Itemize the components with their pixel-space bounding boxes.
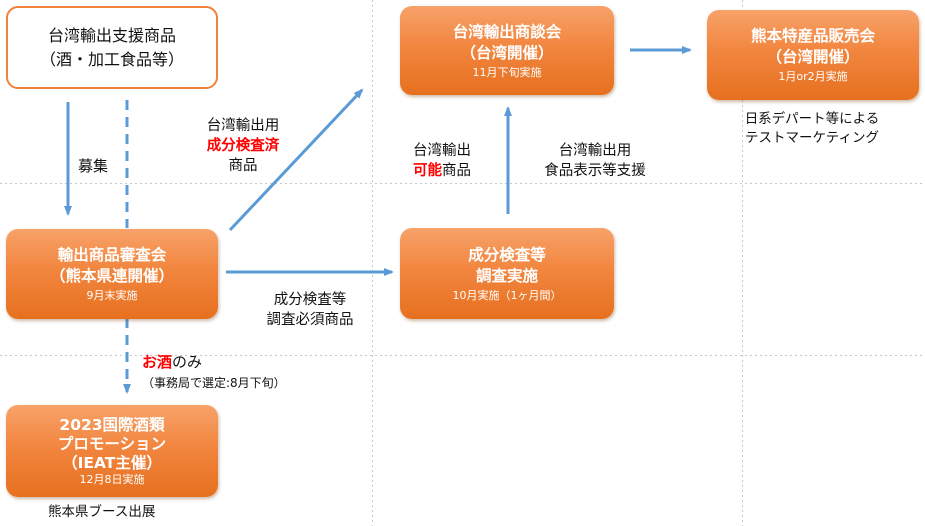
- meeting-sub: 11月下旬実施: [472, 65, 542, 79]
- tested-line2: 成分検査済: [206, 138, 280, 154]
- labeling-line2: 食品表示等支援: [544, 163, 646, 179]
- labeling-support-label: 台湾輸出用 食品表示等支援: [520, 141, 670, 181]
- required-line2: 調査必須商品: [266, 312, 354, 328]
- sales-note-line2: テストマーケティング: [745, 130, 879, 146]
- arrow-review-to-meeting: [228, 88, 364, 232]
- sake-rest: のみ: [172, 353, 203, 371]
- sales-note-line1: 日系デパート等による: [744, 111, 880, 127]
- promo-title2: プロモーション: [57, 434, 167, 453]
- support-products-line1: 台湾輸出支援商品: [47, 25, 176, 45]
- tested-products-label: 台湾輸出用 成分検査済 商品: [188, 116, 298, 176]
- export-possible-label: 台湾輸出 可能商品: [392, 141, 492, 181]
- review-sub: 9月末実施: [86, 289, 138, 302]
- possible-rest: 商品: [442, 163, 471, 179]
- sake-only-note: お酒のみ: [142, 352, 202, 372]
- recruit-label: 募集: [78, 157, 109, 175]
- business-meeting-box: 台湾輸出商談会 （台湾開催） 11月下旬実施: [400, 6, 614, 95]
- meeting-title2: （台湾開催）: [460, 43, 554, 62]
- sales-title2: （台湾開催）: [766, 48, 860, 66]
- support-products-line2: （酒・加工食品等）: [39, 49, 184, 69]
- test-marketing-note: 日系デパート等による テストマーケティング: [722, 110, 902, 148]
- inspection-box: 成分検査等 調査実施 10月実施（1ヶ月間）: [400, 228, 614, 319]
- possible-red: 可能: [413, 163, 442, 179]
- inspection-title1: 成分検査等: [468, 245, 546, 264]
- tested-line1: 台湾輸出用: [206, 118, 280, 134]
- required-products-label: 成分検査等 調査必須商品: [250, 290, 370, 330]
- meeting-title1: 台湾輸出商談会: [452, 22, 562, 41]
- promotion-box: 2023国際酒類 プロモーション （IEAT主催） 12月8日実施: [6, 405, 218, 497]
- support-products-box: 台湾輸出支援商品 （酒・加工食品等）: [6, 6, 218, 89]
- promo-sub: 12月8日実施: [79, 472, 145, 486]
- labeling-line1: 台湾輸出用: [558, 143, 632, 159]
- promo-booth-note: 熊本県ブース出展: [48, 504, 156, 520]
- sales-sub: 1月or2月実施: [778, 70, 848, 83]
- sake-red: お酒: [142, 353, 173, 371]
- possible-line1: 台湾輸出: [413, 143, 471, 159]
- sales-title1: 熊本特産品販売会: [750, 27, 875, 45]
- promo-title3: （IEAT主催）: [62, 453, 162, 472]
- sales-event-box: 熊本特産品販売会 （台湾開催） 1月or2月実施: [707, 10, 919, 100]
- required-line1: 成分検査等: [273, 292, 347, 308]
- review-title1: 輸出商品審査会: [57, 246, 167, 264]
- review-meeting-box: 輸出商品審査会 （熊本県連開催） 9月末実施: [6, 229, 218, 319]
- inspection-sub: 10月実施（1ヶ月間）: [452, 288, 562, 302]
- promo-title1: 2023国際酒類: [59, 415, 165, 434]
- tested-line3: 商品: [228, 158, 258, 174]
- inspection-title2: 調査実施: [475, 266, 538, 285]
- sake-selection-detail: （事務局で選定:8月下旬）: [142, 376, 286, 390]
- review-title2: （熊本県連開催）: [49, 267, 174, 285]
